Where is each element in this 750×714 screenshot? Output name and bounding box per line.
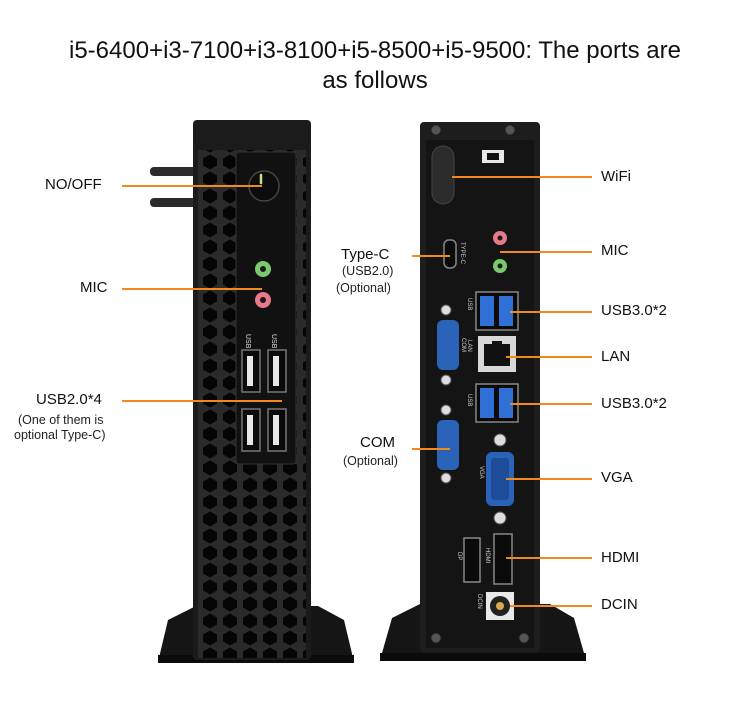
svg-text:DCIN: DCIN xyxy=(476,594,482,609)
label-lan: LAN xyxy=(601,348,631,365)
front-usb-ports: USB USB xyxy=(241,334,287,452)
rear-dp-port: DP xyxy=(456,537,481,583)
label-front-usb-note-1: (One of them is xyxy=(18,413,104,427)
leader-rear-mic xyxy=(500,251,592,253)
leader-power xyxy=(122,185,262,187)
page-title: i5-6400+i3-7100+i3-8100+i5-8500+i5-9500:… xyxy=(0,36,750,96)
front-unit: USB USB xyxy=(150,120,354,663)
title-line-1: i5-6400+i3-7100+i3-8100+i5-8500+i5-9500:… xyxy=(68,37,681,64)
label-front-mic: MIC xyxy=(80,279,108,296)
svg-text:HDMI: HDMI xyxy=(484,548,490,564)
front-usb-silk-right: USB xyxy=(270,334,277,349)
leader-front-usb xyxy=(122,400,282,402)
rear-com-top: COM xyxy=(437,304,466,386)
rear-typec-port xyxy=(443,239,457,269)
rear-typec-silk: TYPE-C xyxy=(459,242,465,265)
leader-typec xyxy=(412,255,450,257)
label-dcin: DCIN xyxy=(601,596,638,613)
label-typec-sub-2: (Optional) xyxy=(336,281,391,295)
label-hdmi: HDMI xyxy=(601,549,640,566)
label-typec-sub-1: (USB2.0) xyxy=(342,264,394,278)
rear-usb3-top: USB xyxy=(466,291,519,331)
antenna-top xyxy=(150,167,198,176)
label-rear-mic: MIC xyxy=(601,242,629,259)
svg-text:COM: COM xyxy=(460,338,466,352)
label-wifi: WiFi xyxy=(601,168,631,185)
leader-com xyxy=(412,448,450,450)
antenna-bottom xyxy=(150,198,198,207)
rear-unit: TYPE-C USB LAN COM USB xyxy=(380,122,586,661)
label-front-usb: USB2.0*4 xyxy=(36,391,102,408)
leader-wifi xyxy=(452,176,592,178)
label-front-usb-note-2: optional Type-C) xyxy=(14,428,106,442)
svg-text:LAN: LAN xyxy=(466,340,472,352)
label-vga: VGA xyxy=(601,469,633,486)
leader-usb3-top xyxy=(510,311,592,313)
svg-text:USB: USB xyxy=(466,394,472,406)
label-usb3-top: USB3.0*2 xyxy=(601,302,667,319)
rear-hdmi-port: HDMI xyxy=(484,533,513,585)
label-com-sub: (Optional) xyxy=(343,454,398,468)
leader-hdmi xyxy=(506,557,592,559)
svg-text:USB: USB xyxy=(466,298,472,310)
label-typec: Type-C xyxy=(341,246,390,263)
wifi-antenna-mounts xyxy=(431,145,455,205)
rear-com-bottom xyxy=(437,404,459,484)
rear-vga-port: VGA xyxy=(478,433,514,525)
svg-text:DP: DP xyxy=(456,552,462,560)
leader-front-mic xyxy=(122,288,262,290)
leader-usb3-bottom xyxy=(510,403,592,405)
front-usb-silk-left: USB xyxy=(244,334,251,349)
leader-lan xyxy=(506,356,592,358)
rear-lan-port: LAN xyxy=(466,336,516,372)
label-power: NO/OFF xyxy=(45,176,102,193)
title-line-2: as follows xyxy=(322,67,428,94)
rear-dcin-port: DCIN xyxy=(476,592,514,620)
leader-dcin xyxy=(510,605,592,607)
label-com: COM xyxy=(360,434,395,451)
leader-vga xyxy=(506,478,592,480)
svg-text:VGA: VGA xyxy=(478,466,484,479)
label-usb3-bottom: USB3.0*2 xyxy=(601,395,667,412)
